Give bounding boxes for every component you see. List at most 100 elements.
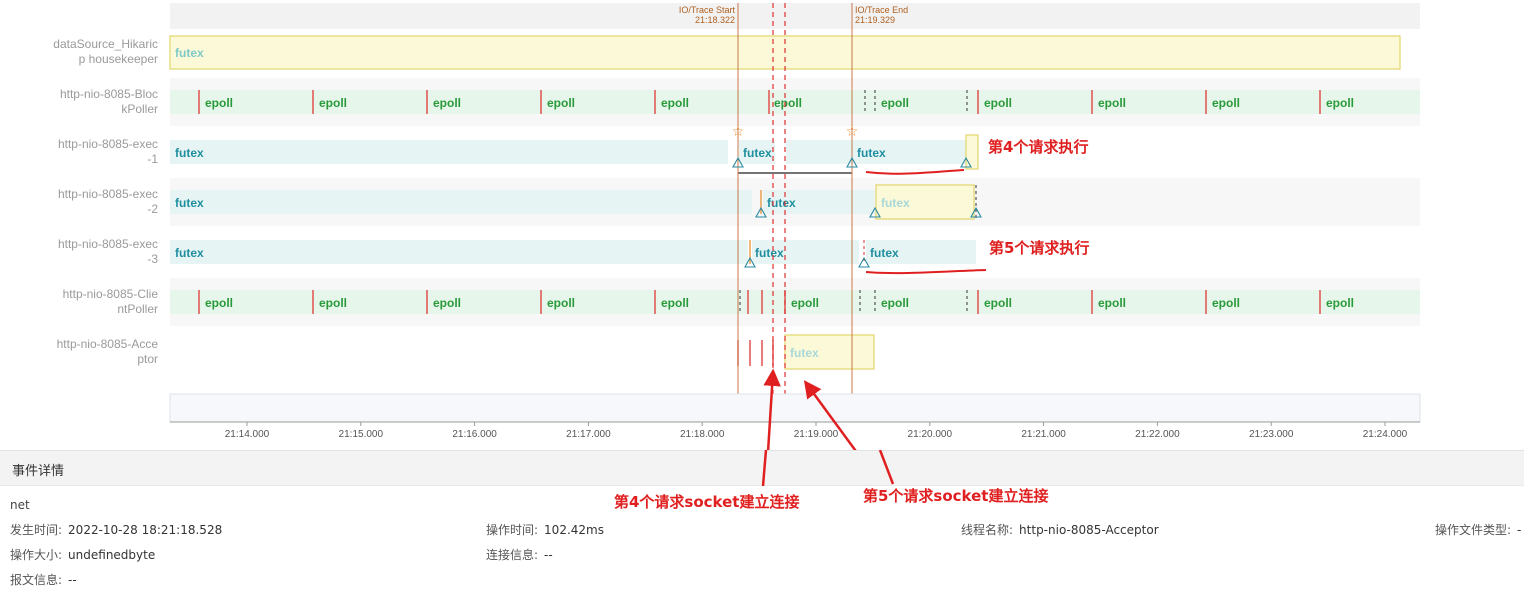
- clientpoller-ticks: [198, 290, 1321, 314]
- annotation-req4-exec: 第4个请求执行: [988, 138, 1089, 156]
- detail-label: 发生时间:: [10, 523, 63, 537]
- blockpoller-ticks: [198, 90, 1321, 114]
- epoll-segment[interactable]: [170, 90, 1420, 114]
- detail-conn-info: 连接信息:--: [486, 546, 553, 563]
- time-axis-brush[interactable]: [169, 393, 1421, 423]
- triangle-marker-icon[interactable]: [960, 156, 972, 168]
- thread-name-line: -2: [147, 202, 158, 216]
- detail-value: undefinedbyte: [68, 548, 156, 562]
- axis-tick-label: 21:14.000: [225, 429, 270, 440]
- thread-label-blockpoller: http-nio-8085-Bloc kPoller: [20, 87, 158, 117]
- annotation-arrow: [763, 368, 781, 450]
- axis-tick-label: 21:19.000: [794, 429, 839, 440]
- segment-label: epoll: [1212, 296, 1240, 310]
- segment-label: epoll: [433, 296, 461, 310]
- thread-name-line: http-nio-8085-Acce: [56, 337, 158, 351]
- axis-tick-label: 21:24.000: [1363, 429, 1408, 440]
- annotation-req5-exec: 第5个请求执行: [989, 239, 1090, 257]
- segment-label: epoll: [319, 96, 347, 110]
- futex-segment[interactable]: [170, 140, 728, 164]
- detail-value: --: [544, 548, 553, 562]
- thread-name-line: http-nio-8085-Clie: [62, 287, 158, 301]
- segment-label: epoll: [205, 96, 233, 110]
- details-title: 事件详情: [12, 463, 65, 478]
- axis-tick-label: 21:22.000: [1135, 429, 1180, 440]
- segment-label: epoll: [205, 296, 233, 310]
- trace-start-label: IO/Trace Start: [679, 5, 736, 15]
- detail-value: http-nio-8085-Acceptor: [1019, 523, 1159, 537]
- triangle-marker-icon[interactable]: [744, 256, 756, 268]
- segment-label: epoll: [984, 296, 1012, 310]
- segment-label: futex: [175, 46, 204, 60]
- segment-label: epoll: [319, 296, 347, 310]
- thread-name-line: http-nio-8085-Bloc: [59, 87, 158, 101]
- segment-label: epoll: [1212, 96, 1240, 110]
- segment-label: epoll: [1326, 96, 1354, 110]
- triangle-marker-icon[interactable]: [732, 156, 744, 168]
- segment-label: epoll: [1326, 296, 1354, 310]
- thread-label-clientpoller: http-nio-8085-Clie ntPoller: [20, 287, 158, 317]
- segment-label: futex: [755, 246, 784, 260]
- segment-label: epoll: [661, 96, 689, 110]
- highlight-segment[interactable]: [875, 184, 975, 220]
- detail-label: 线程名称:: [961, 523, 1014, 537]
- thread-name-line: kPoller: [121, 102, 158, 116]
- highlight-segment[interactable]: [965, 134, 979, 170]
- segment-label: futex: [790, 346, 819, 360]
- triangle-marker-icon[interactable]: [869, 206, 881, 218]
- triangle-marker-icon[interactable]: [846, 156, 858, 168]
- futex-segment[interactable]: [170, 190, 752, 214]
- axis-tick-label: 21:18.000: [680, 429, 725, 440]
- detail-label: 操作文件类型:: [1435, 523, 1512, 537]
- detail-file-type: 操作文件类型:-: [1435, 521, 1521, 538]
- timeline-svg: futex epoll epoll epoll epoll epoll epol…: [169, 3, 1421, 450]
- thread-label-hikari: dataSource_Hikaric p housekeeper: [20, 37, 158, 67]
- axis-tick-label: 21:20.000: [908, 429, 953, 440]
- thread-label-exec-2: http-nio-8085-exec -2: [20, 187, 158, 217]
- details-header: 事件详情: [0, 450, 1524, 486]
- futex-segment[interactable]: [786, 140, 966, 164]
- thread-name-line: http-nio-8085-exec: [57, 237, 158, 251]
- segment-label: epoll: [1098, 296, 1126, 310]
- segment-label: futex: [175, 196, 204, 210]
- timeline-panel: dataSource_Hikaric p housekeeper http-ni…: [20, 3, 1421, 450]
- futex-segment[interactable]: [752, 240, 859, 264]
- segment-label: epoll: [774, 96, 802, 110]
- futex-segment[interactable]: [763, 190, 875, 214]
- segment-label: epoll: [881, 296, 909, 310]
- detail-type: net: [10, 498, 30, 512]
- star-icon[interactable]: ☆: [846, 124, 859, 140]
- annotation-underline: [865, 169, 965, 175]
- segment-label: epoll: [547, 296, 575, 310]
- row-header-bg: [170, 3, 1420, 29]
- thread-name-line: http-nio-8085-exec: [57, 187, 158, 201]
- segment-label: futex: [870, 246, 899, 260]
- highlight-segment[interactable]: [784, 334, 875, 370]
- triangle-marker-icon[interactable]: [970, 206, 982, 218]
- triangle-marker-icon[interactable]: [858, 256, 870, 268]
- thread-name-line: ptor: [137, 352, 158, 366]
- segment-label: futex: [743, 146, 772, 160]
- annotation-arrow: [803, 380, 857, 450]
- segment-label: epoll: [791, 296, 819, 310]
- futex-segment[interactable]: [170, 240, 748, 264]
- thread-name-line: dataSource_Hikaric: [53, 37, 158, 51]
- triangle-marker-icon[interactable]: [755, 206, 767, 218]
- triangle-markers: [732, 156, 982, 268]
- star-icon[interactable]: ☆: [732, 124, 745, 140]
- futex-segment[interactable]: [739, 140, 775, 164]
- trace-start-time: 21:18.322: [695, 15, 735, 25]
- thread-name-line: p housekeeper: [78, 52, 158, 66]
- segment-label: futex: [881, 196, 910, 210]
- thread-name-line: ntPoller: [117, 302, 158, 316]
- annotation-underline: [865, 269, 987, 275]
- segment-label: futex: [175, 146, 204, 160]
- detail-value: --: [68, 573, 77, 587]
- segment-label: futex: [767, 196, 796, 210]
- detail-occur-time: 发生时间: 2022-10-28 18:21:18.528: [10, 521, 222, 538]
- trace-end-time: 21:19.329: [855, 15, 895, 25]
- futex-segment[interactable]: [866, 240, 976, 264]
- detail-value: -: [1517, 523, 1522, 537]
- detail-value: 2022-10-28 18:21:18.528: [68, 523, 223, 537]
- epoll-segment[interactable]: [170, 290, 1420, 314]
